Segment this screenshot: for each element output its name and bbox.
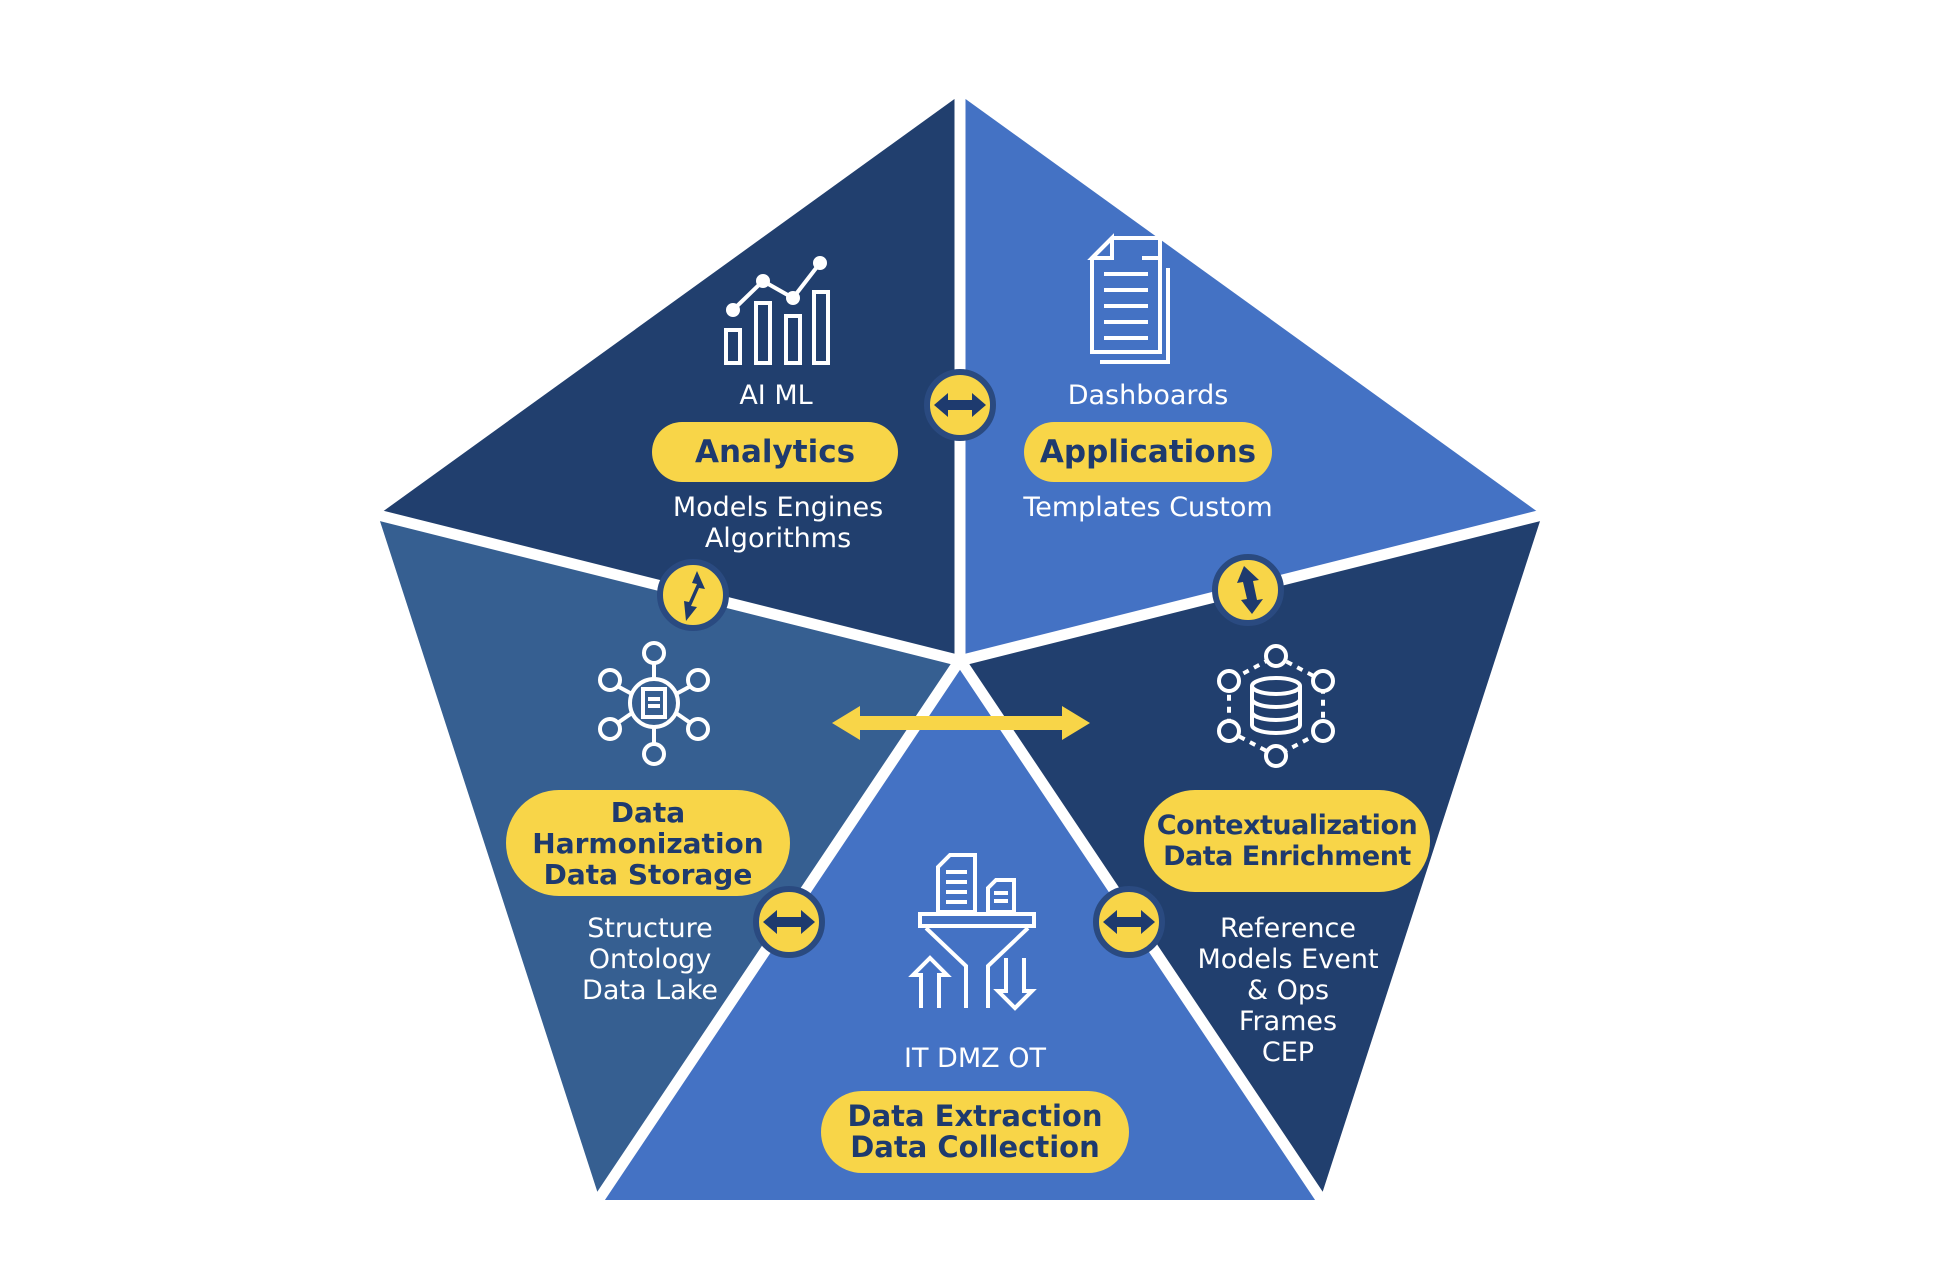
extraction-pill[interactable]: Data Extraction Data Collection [821, 1091, 1129, 1173]
analytics-top-label: AI ML [739, 380, 813, 411]
database-network-icon [1217, 644, 1335, 768]
funnel-documents-icon [908, 853, 1037, 1011]
analytics-pill-label: Analytics [694, 434, 856, 470]
center-double-arrow-icon [832, 706, 1090, 740]
extraction-top-label: IT DMZ OT [904, 1043, 1046, 1074]
connector-analytics-applications [924, 369, 996, 441]
harmonization-pill[interactable]: Data Harmonization Data Storage [506, 790, 790, 896]
bar-line-chart-icon [724, 256, 830, 365]
connector-extraction-contextualization [1093, 886, 1165, 958]
applications-top-label: Dashboards [1067, 380, 1229, 411]
segment-analytics [378, 95, 960, 660]
segment-extraction [600, 660, 1320, 1200]
contextualization-pill[interactable]: Contextualization Data Enrichment [1144, 790, 1430, 892]
contextualization-pill-label: Contextualization Data Enrichment [1156, 810, 1418, 872]
harmonization-pill-label: Data Harmonization Data Storage [532, 795, 764, 891]
harmonization-bottom-label: Structure Ontology Data Lake [582, 913, 718, 1006]
segment-applications [960, 95, 1542, 660]
connector-analytics-harmonization [657, 559, 729, 631]
applications-pill[interactable]: Applications [1024, 422, 1272, 482]
analytics-bottom-label: Models Engines Algorithms [672, 492, 884, 554]
document-stack-icon [1087, 233, 1170, 364]
applications-pill-label: Applications [1039, 434, 1257, 470]
extraction-pill-label: Data Extraction Data Collection [847, 1099, 1103, 1164]
analytics-pill[interactable]: Analytics [652, 422, 898, 482]
contextualization-bottom-label: Reference Models Event & Ops Frames CEP [1197, 913, 1379, 1068]
applications-bottom-label: Templates Custom [1023, 492, 1273, 523]
connector-harmonization-extraction [753, 886, 825, 958]
network-document-icon [598, 641, 710, 766]
connector-applications-contextualization [1212, 554, 1284, 626]
